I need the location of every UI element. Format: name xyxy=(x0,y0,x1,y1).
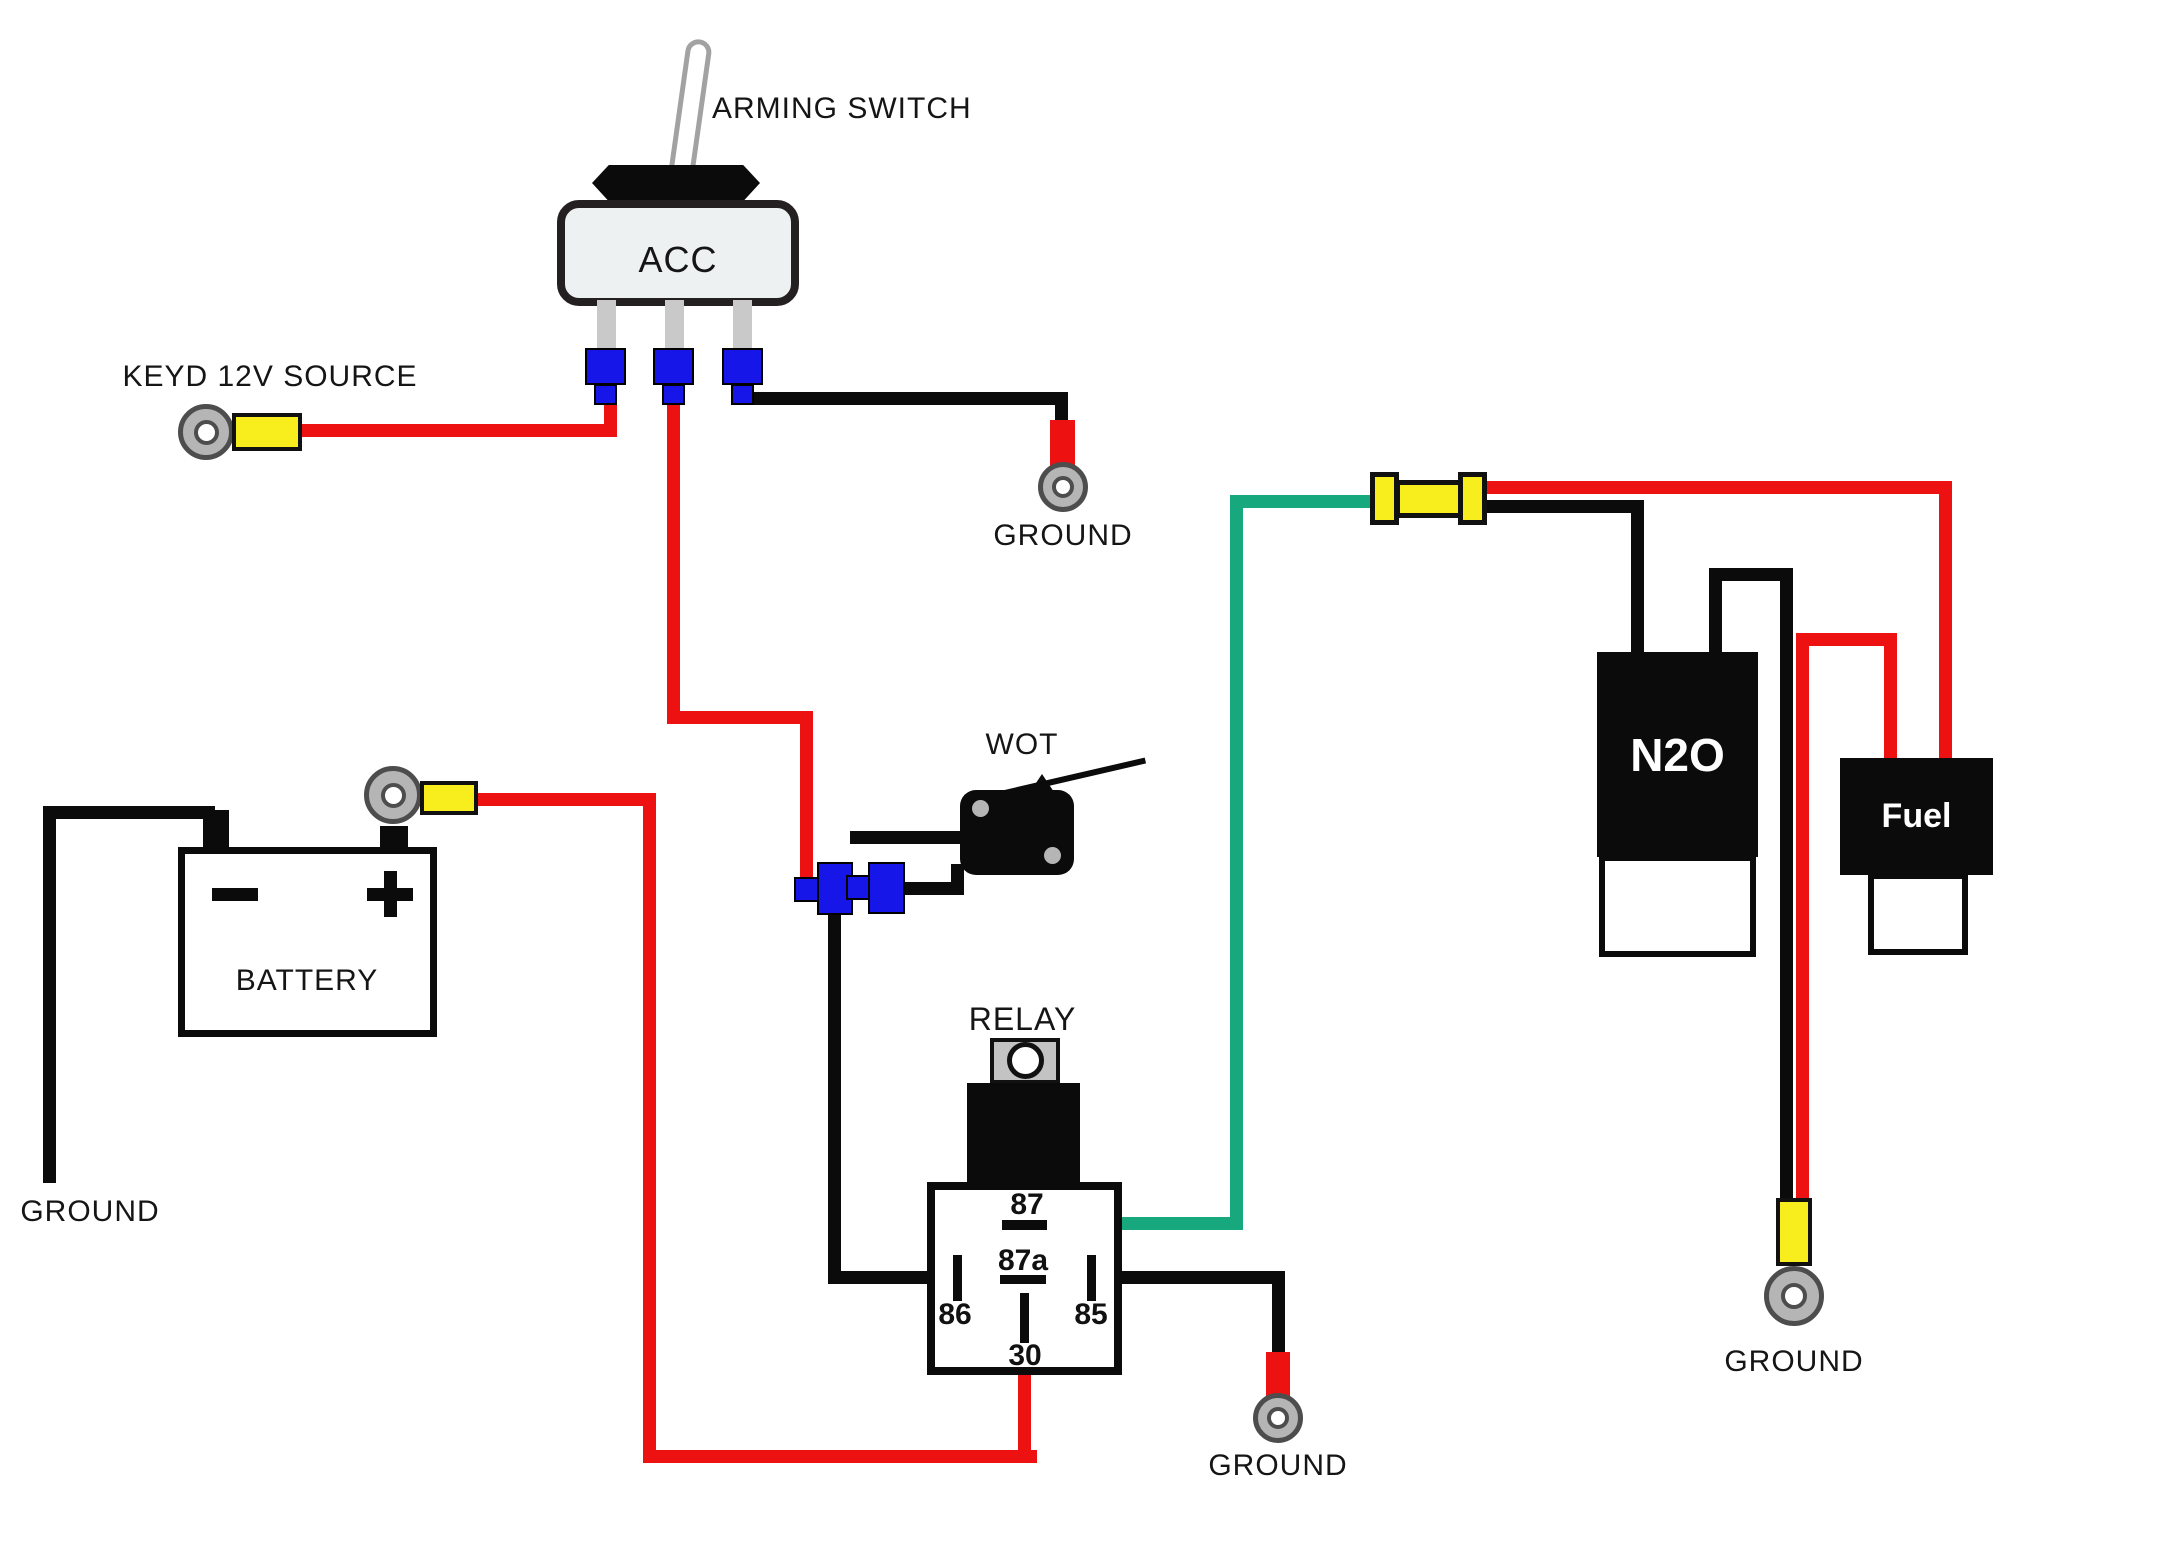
crimp-yellow-battery xyxy=(420,781,478,815)
crimp-red-switch-ground xyxy=(1050,420,1075,466)
wire-wot-to-relay-black-v xyxy=(828,882,841,1284)
wire-battery-positive-v1 xyxy=(643,793,656,1463)
wire-fuse-to-n2o-black-v xyxy=(1631,500,1644,656)
inline-connector-wot-relay xyxy=(868,862,905,914)
relay-pin-87a-label: 87a xyxy=(997,1244,1049,1277)
relay-body xyxy=(967,1083,1080,1183)
relay-pin-86-label: 86 xyxy=(938,1298,972,1331)
wire-n2o-loop-black-h xyxy=(1709,568,1793,581)
wire-relay-85-ground-h xyxy=(1095,1271,1285,1284)
switch-pin-3 xyxy=(733,300,752,352)
relay-pin-87a-bar xyxy=(1000,1275,1046,1284)
wire-fuse-to-fuel-red-v xyxy=(1939,481,1952,765)
ring-terminal-hole-solenoid-ground xyxy=(1781,1283,1807,1309)
relay-pin-87-label: 87 xyxy=(1010,1188,1044,1221)
inline-connector-red-wot-stub xyxy=(794,877,819,902)
wire-n2o-loop-black-v2 xyxy=(1780,568,1793,1202)
relay-pin-30-bar xyxy=(1020,1293,1029,1343)
inline-connector-wot-relay-stub xyxy=(846,875,870,900)
relay-pin-30-label: 30 xyxy=(1008,1339,1042,1372)
wire-fuel-loop-red-v2 xyxy=(1796,633,1809,1202)
crimp-red-relay-ground xyxy=(1266,1352,1290,1396)
ground-label-switch: GROUND xyxy=(993,519,1133,552)
spade-connector-1-stub xyxy=(594,384,617,405)
fuse-holder xyxy=(1395,480,1463,518)
wire-fuse-to-n2o-black-h xyxy=(1483,500,1644,513)
battery-label: BATTERY xyxy=(235,964,379,997)
relay-mounting-hole xyxy=(1007,1042,1044,1079)
relay-label: RELAY xyxy=(968,1000,1077,1037)
battery-negative-post xyxy=(203,810,229,848)
wire-battery-negative-v xyxy=(43,806,56,1183)
wot-label: WOT xyxy=(985,728,1059,761)
wire-switch-to-wot-red-h xyxy=(667,711,813,724)
battery-positive-post xyxy=(380,826,408,848)
acc-label: ACC xyxy=(638,239,718,280)
relay-pin-85-label: 85 xyxy=(1074,1298,1108,1331)
wire-switch-to-wot-red-v1 xyxy=(667,402,680,724)
wire-n2o-loop-black-v1 xyxy=(1709,568,1722,656)
wire-switch-ground-black-v xyxy=(1055,392,1068,426)
ground-label-solenoids: GROUND xyxy=(1724,1345,1864,1378)
wire-relay-86-black-h xyxy=(828,1271,958,1284)
spade-connector-3-stub xyxy=(731,384,754,405)
wot-pivot-dot-right xyxy=(1044,847,1061,864)
wire-fuel-loop-red-h xyxy=(1796,633,1897,646)
relay-pin-86-bar xyxy=(953,1255,962,1301)
keyd-12v-source-label: KEYD 12V SOURCE xyxy=(122,360,418,393)
ring-terminal-hole-battery xyxy=(381,783,406,808)
ground-label-battery: GROUND xyxy=(20,1195,160,1228)
wire-green-to-fuse-h xyxy=(1230,495,1374,508)
ring-terminal-hole-keyd xyxy=(194,420,219,445)
wire-switch-ground-black-h xyxy=(753,392,1068,405)
switch-pin-1 xyxy=(597,300,616,352)
spade-connector-1 xyxy=(585,348,626,385)
wire-relay-30-red-v xyxy=(1018,1375,1031,1463)
spade-connector-2-stub xyxy=(662,384,685,405)
wire-relay-87-green-v xyxy=(1230,495,1243,1230)
wire-battery-positive-h2 xyxy=(643,1450,1037,1463)
battery-plus-symbol-v xyxy=(384,871,397,917)
arming-switch-label: ARMING SWITCH xyxy=(712,92,972,125)
spade-connector-2 xyxy=(653,348,694,385)
switch-pin-2 xyxy=(665,300,684,352)
wire-fuse-to-fuel-red-h xyxy=(1483,481,1952,494)
fuel-solenoid-base xyxy=(1868,873,1968,955)
relay-pin-85-bar xyxy=(1087,1255,1096,1301)
wire-battery-positive-h1 xyxy=(470,793,656,806)
n2o-solenoid-base xyxy=(1599,855,1756,957)
fuel-solenoid: Fuel xyxy=(1840,758,1993,875)
crimp-yellow-keyd xyxy=(232,413,302,451)
crimp-yellow-solenoid-ground xyxy=(1776,1198,1812,1266)
ground-label-relay: GROUND xyxy=(1208,1449,1348,1482)
spade-connector-3 xyxy=(722,348,763,385)
n2o-solenoid: N2O xyxy=(1597,652,1758,857)
ring-terminal-hole-relay-ground xyxy=(1267,1407,1289,1429)
wot-pivot-dot-left xyxy=(972,800,989,817)
toggle-switch-base-cap xyxy=(592,165,760,205)
wire-keyd-12v-red-v xyxy=(604,402,617,430)
battery-minus-symbol xyxy=(212,888,258,901)
wire-fuel-loop-red-v1 xyxy=(1884,633,1897,763)
battery-box xyxy=(178,847,437,1037)
fuse-cap-right xyxy=(1458,472,1487,525)
wire-battery-negative-h xyxy=(43,806,215,819)
ring-terminal-hole-switch-ground xyxy=(1052,476,1074,498)
wire-switch-to-wot-red-v2 xyxy=(800,711,813,883)
relay-pin-87-bar xyxy=(1002,1220,1047,1230)
wire-connector-to-wot-black xyxy=(850,831,965,844)
wire-relay-85-ground-v xyxy=(1272,1271,1285,1356)
wire-keyd-12v-red-h xyxy=(300,424,617,437)
